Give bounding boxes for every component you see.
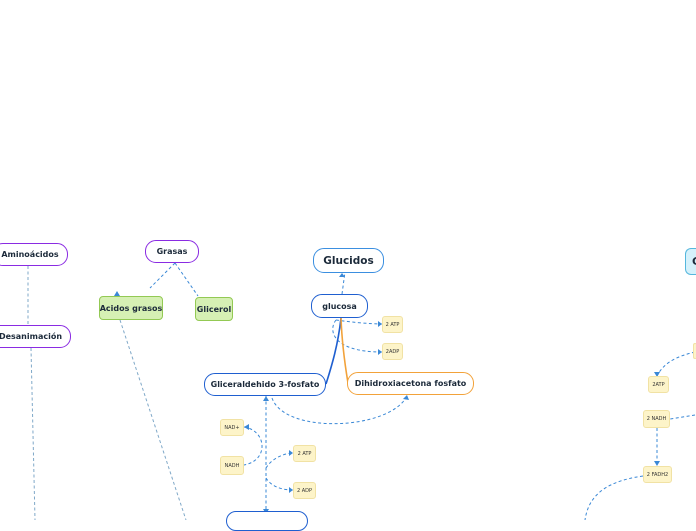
node-glucosa-label: glucosa [322, 301, 357, 311]
node-gliceraldehido-label: Gliceraldehido 3-fosfato [210, 380, 320, 389]
node-adp-top[interactable]: 2ADP [382, 343, 403, 360]
arrow-dihidroxiacetona [403, 395, 409, 400]
node-desanimacion-label: Desanimación [0, 332, 63, 341]
arrow-acidos [114, 291, 120, 296]
link-right-atp [656, 351, 696, 377]
node-glicerol[interactable]: Glicerol [195, 297, 233, 321]
node-atp-top[interactable]: 2 ATP [382, 316, 403, 333]
node-nadh[interactable]: NADH [220, 456, 244, 475]
link-grasas-glicerol [174, 262, 199, 297]
arrow-gliceraldehido [263, 396, 269, 401]
link-glucosa-adp [335, 319, 383, 325]
node-atp-right[interactable]: 2ATP [648, 376, 669, 393]
node-dihidroxiacetona-label: Dihidroxiacetona fosfato [354, 379, 467, 388]
node-right-edge-box [693, 343, 696, 359]
node-right-cut-label: G [692, 255, 696, 268]
arrow-adp-top [378, 349, 382, 355]
node-adp-mid[interactable]: 2 ADP [293, 482, 316, 499]
link-fadh2-down [584, 475, 644, 520]
node-right-cut[interactable]: G [685, 248, 696, 275]
node-adp-mid-label: 2 ADP [296, 487, 313, 494]
link-acidos-down [119, 319, 187, 520]
node-gliceraldehido[interactable]: Gliceraldehido 3-fosfato [204, 373, 326, 396]
node-bottom-cut[interactable] [226, 511, 308, 531]
arrow-right-atp [654, 372, 660, 377]
arrow-fadh2 [654, 461, 660, 466]
node-nad-plus-label: NAD+ [224, 424, 240, 431]
node-glucosa[interactable]: glucosa [311, 294, 368, 318]
node-nadh-right-label: 2 NADH [646, 416, 667, 422]
link-desanimacion-down [30, 347, 36, 520]
node-nadh-label: NADH [224, 462, 240, 469]
branch-glucosa-dihidroxiacetona [340, 317, 349, 384]
node-atp-top-label: 2 ATP [385, 321, 400, 328]
arrow-glucidos [339, 273, 345, 277]
node-fadh2-right[interactable]: 2 FADH2 [643, 466, 672, 483]
node-glucidos[interactable]: Glucidos [313, 248, 384, 273]
link-grasas-acidos [149, 262, 176, 289]
node-atp-mid[interactable]: 2 ATP [293, 445, 316, 462]
arrow-nad [244, 424, 249, 430]
node-adp-top-label: 2ADP [385, 348, 400, 355]
arrow-atp-mid [289, 450, 293, 456]
node-nadh-right[interactable]: 2 NADH [643, 410, 670, 428]
link-glucosa-glucidos [341, 271, 346, 295]
node-fadh2-right-label: 2 FADH2 [646, 471, 669, 478]
node-acidos-grasos[interactable]: Acidos grasos [99, 296, 163, 320]
link-main-adp [265, 477, 294, 491]
node-dihidroxiacetona[interactable]: Dihidroxiacetona fosfato [347, 372, 474, 395]
node-aminoacidos-label: Aminoácidos [1, 250, 59, 259]
node-desanimacion[interactable]: Desanimación [0, 325, 71, 348]
node-aminoacidos[interactable]: Aminoácidos [0, 243, 68, 266]
node-grasas-label: Grasas [156, 247, 188, 256]
link-gliceraldehido-dihidroxiacetona [271, 395, 408, 425]
node-glicerol-label: Glicerol [196, 304, 232, 314]
link-glucosa-atp [332, 319, 383, 353]
link-nad-nadh [243, 426, 263, 466]
node-acidos-grasos-label: Acidos grasos [99, 303, 163, 313]
branch-glucosa-gliceraldehido [325, 317, 342, 385]
arrow-adp-mid [289, 487, 293, 493]
link-right-nadh [669, 414, 696, 420]
node-grasas[interactable]: Grasas [145, 240, 199, 263]
node-glucidos-label: Glucidos [323, 254, 374, 267]
node-nad-plus[interactable]: NAD+ [220, 419, 244, 436]
arrow-atp-top [378, 321, 382, 327]
link-main-atp [265, 452, 294, 469]
node-atp-right-label: 2ATP [652, 381, 665, 388]
node-atp-mid-label: 2 ATP [297, 450, 312, 457]
